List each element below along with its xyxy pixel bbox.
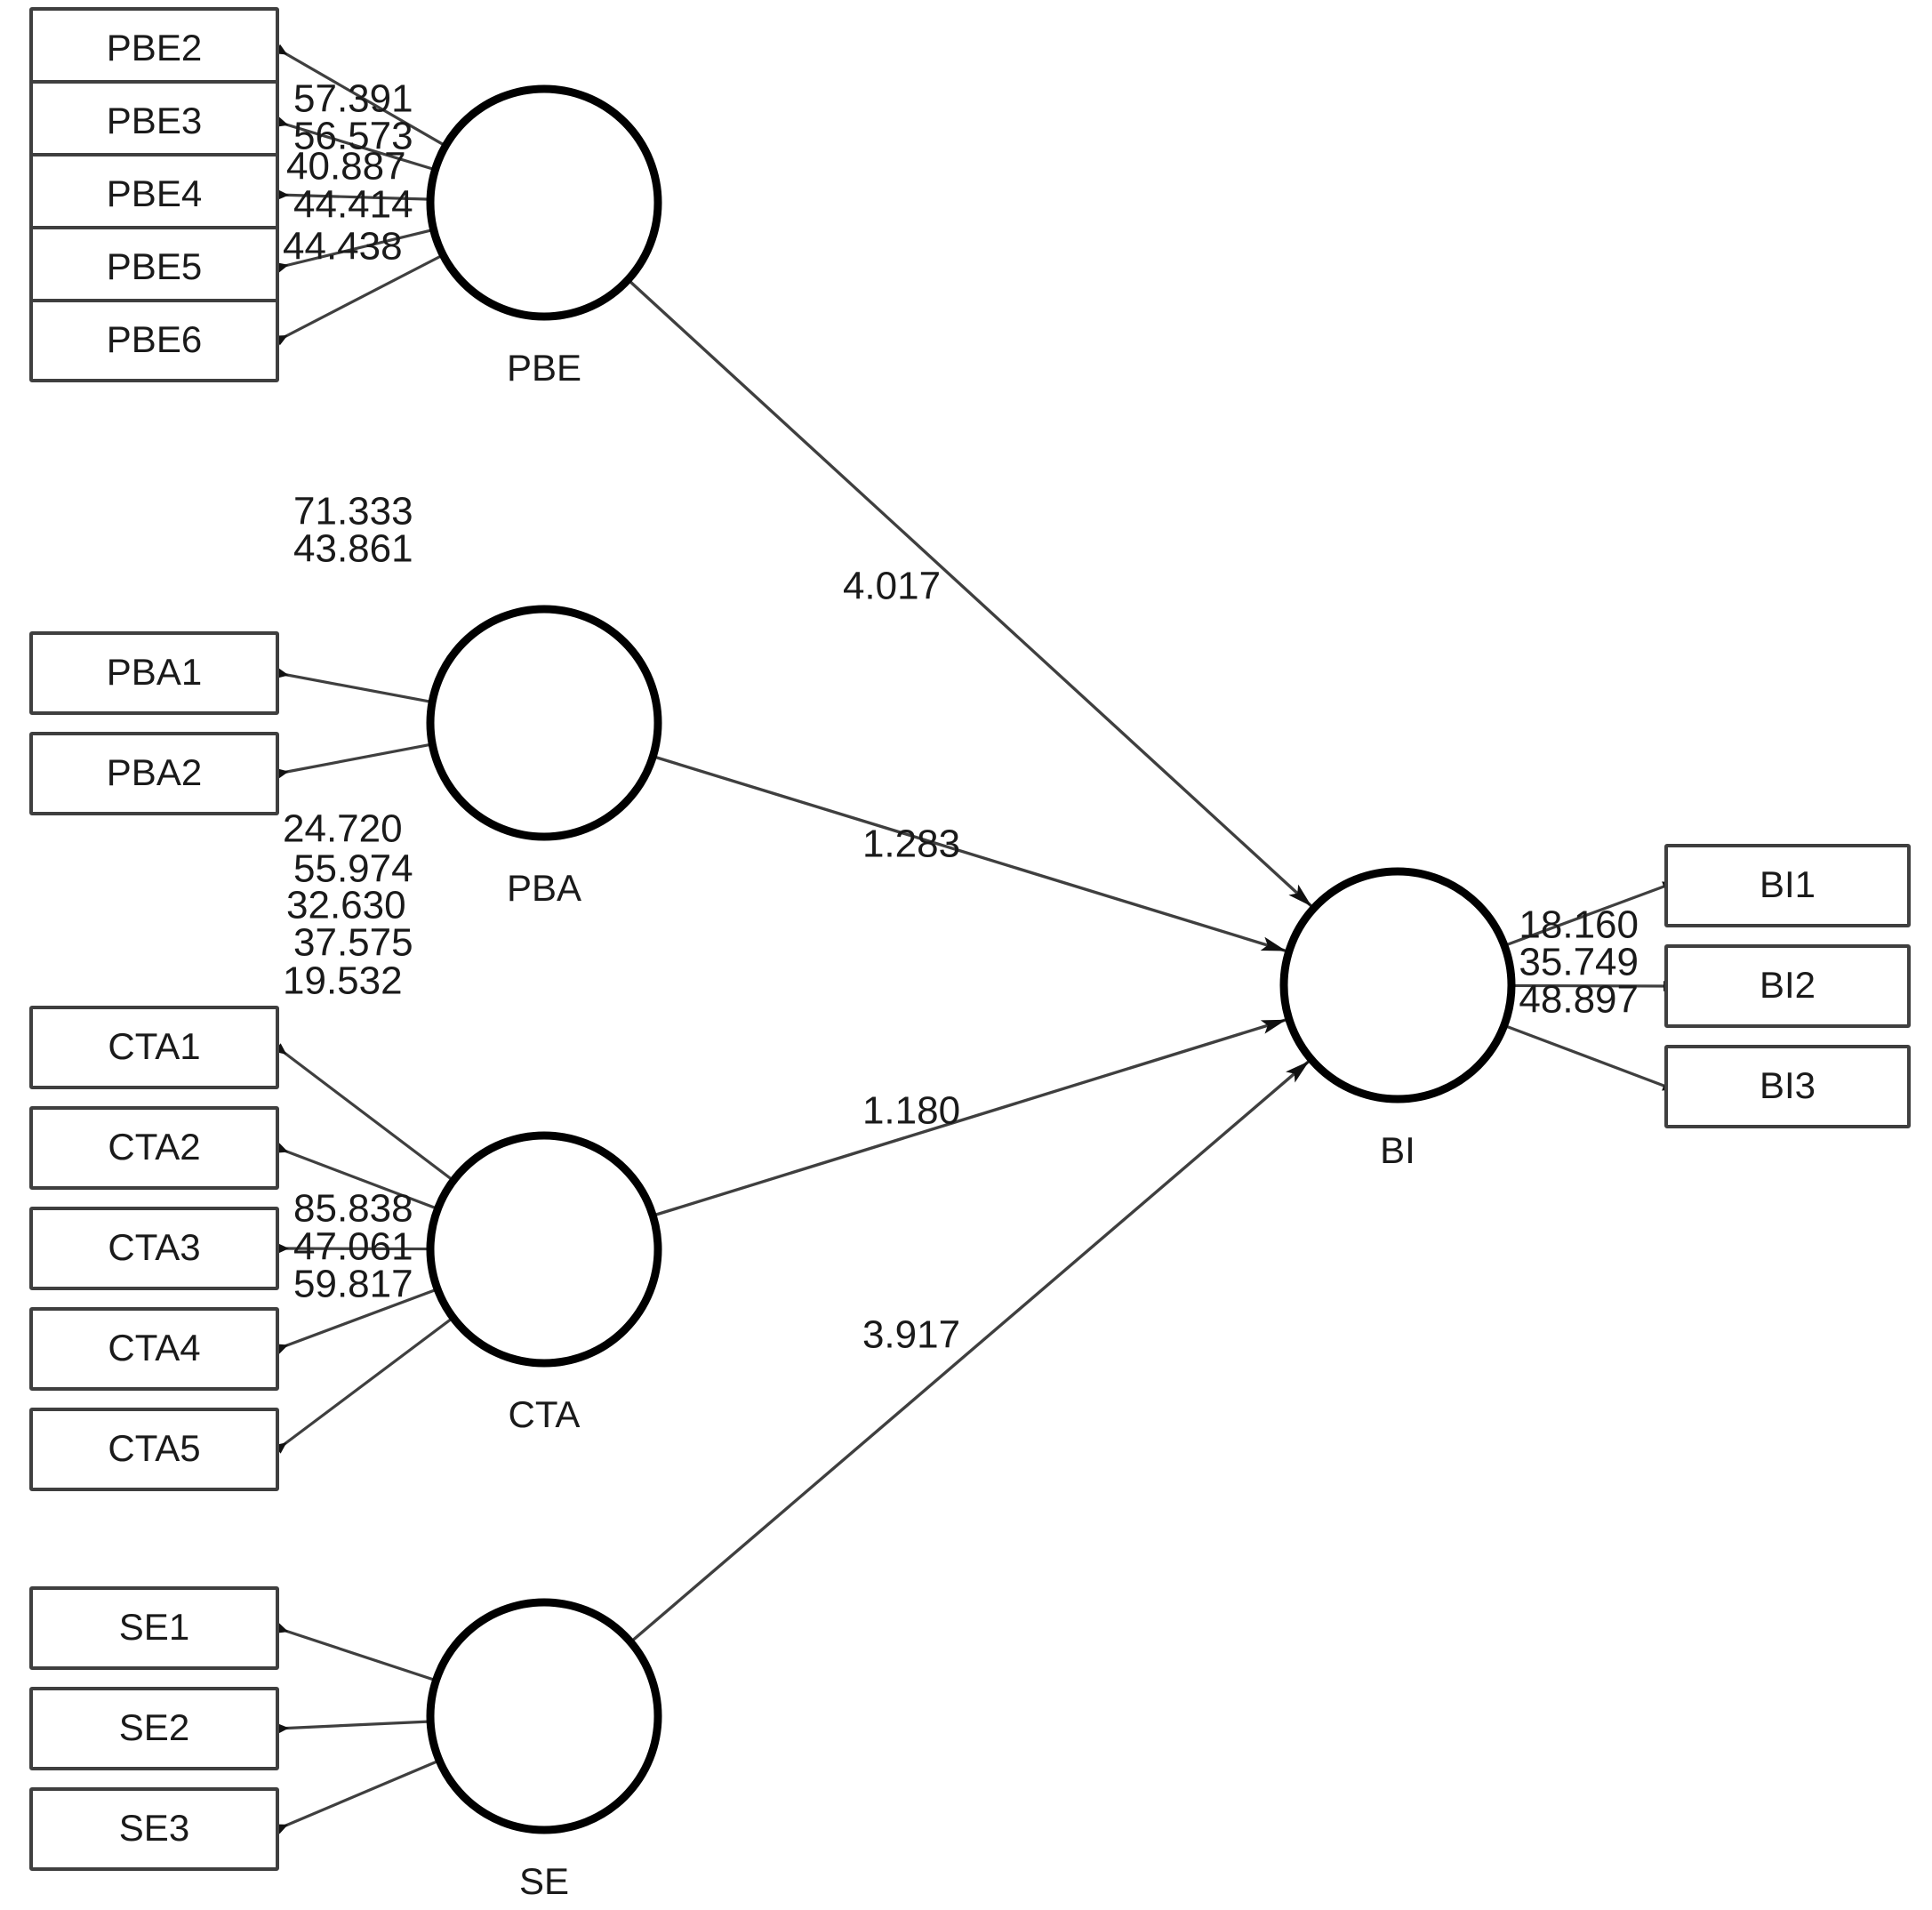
indicator-box[interactable] (29, 1408, 279, 1491)
indicator-label: CTA2 (108, 1126, 200, 1168)
indicator-box[interactable] (29, 1006, 279, 1089)
indicator-label: BI1 (1760, 863, 1816, 905)
loading-value-label: 48.897 (1519, 978, 1639, 1022)
indicator-boxes-group: PBE2PBE3PBE4PBE5PBE6PBA1PBA2CTA1CTA2CTA3… (29, 7, 1911, 1871)
indicator-label: CTA4 (108, 1327, 200, 1368)
measurement-edge (276, 668, 433, 704)
measurement-edge (277, 1243, 431, 1254)
indicator-label: CTA5 (108, 1427, 200, 1469)
loading-value-label: 59.817 (293, 1263, 413, 1306)
measurement-edge (275, 1759, 440, 1834)
measurement-edge (1503, 881, 1675, 947)
latent-construct-label: BI (1380, 1129, 1415, 1171)
measurement-edge (277, 189, 431, 201)
loading-value-label: 57.391 (293, 77, 413, 121)
loading-value-label: 55.974 (293, 847, 413, 891)
indicator-box[interactable] (29, 1307, 279, 1391)
measurement-edge (276, 742, 433, 779)
measurement-edge (275, 253, 445, 346)
loading-value-label: 19.532 (283, 959, 403, 1003)
indicator-label: CTA3 (108, 1226, 200, 1268)
indicator-label: CTA1 (108, 1025, 200, 1067)
path-coefficient-label: 4.017 (843, 565, 941, 608)
measurement-edges-group (274, 44, 1675, 1834)
measurement-edge (276, 116, 436, 172)
indicator-label: BI3 (1760, 1064, 1816, 1106)
indicator-box[interactable] (29, 1687, 279, 1770)
measurement-edge (274, 1316, 454, 1454)
indicator-box[interactable] (29, 732, 279, 815)
loading-value-label: 18.160 (1519, 903, 1639, 947)
measurement-edge (274, 1043, 454, 1183)
measurement-edge (275, 1143, 438, 1211)
measurement-edge (275, 1288, 438, 1354)
loading-value-label: 44.414 (293, 183, 413, 227)
indicator-box[interactable] (1664, 1045, 1911, 1128)
structural-path-edge (627, 278, 1312, 908)
path-coefficient-label: 1.283 (862, 823, 960, 866)
indicator-box[interactable] (1664, 844, 1911, 927)
indicator-label: SE1 (119, 1606, 189, 1648)
loading-value-label: 35.749 (1519, 941, 1639, 984)
loading-value-label: 43.861 (293, 527, 413, 571)
measurement-edge (276, 1623, 437, 1682)
structural-edges-group (627, 278, 1312, 1644)
loading-value-label: 40.887 (286, 145, 406, 189)
indicator-label: PBA2 (107, 751, 202, 793)
indicator-label: PBA1 (107, 651, 202, 693)
indicator-box[interactable] (29, 1787, 279, 1871)
latent-construct-circle[interactable] (426, 84, 662, 321)
structural-path-edge (652, 754, 1287, 952)
indicator-label: PBE3 (107, 100, 202, 141)
measurement-edge (276, 228, 435, 273)
path-coefficient-label: 3.917 (862, 1313, 960, 1357)
measurement-edge (1511, 980, 1675, 991)
indicator-label: BI2 (1760, 964, 1816, 1006)
measurement-edge (277, 1720, 431, 1734)
indicator-label: PBE5 (107, 245, 202, 287)
loading-value-label: 32.630 (286, 884, 406, 927)
loading-value-label: 37.575 (293, 921, 413, 965)
path-coefficient-label: 1.180 (862, 1089, 960, 1133)
latent-construct-circle[interactable] (426, 1598, 662, 1834)
indicator-box[interactable] (29, 299, 279, 382)
latent-construct-label: PBA (507, 867, 581, 909)
indicator-label: PBE4 (107, 173, 202, 214)
indicator-box[interactable] (1664, 944, 1911, 1028)
latent-construct-circle[interactable] (426, 1131, 662, 1368)
latent-circles-group: PBE PBA CTA SE BI (426, 84, 1516, 1902)
loading-value-label: 56.573 (293, 115, 413, 158)
loading-value-label: 24.720 (283, 807, 403, 851)
indicator-box[interactable] (29, 1207, 279, 1290)
latent-construct-label: PBE (507, 347, 581, 389)
latent-construct-label: SE (519, 1860, 569, 1902)
indicator-label: PBE6 (107, 318, 202, 360)
structural-path-edge (652, 1018, 1287, 1217)
indicator-label: SE3 (119, 1807, 189, 1849)
latent-construct-circle[interactable] (426, 605, 662, 841)
loading-value-label: 85.838 (293, 1187, 413, 1231)
indicator-box[interactable] (29, 1106, 279, 1190)
latent-construct-circle[interactable] (1279, 867, 1516, 1103)
indicator-box[interactable] (29, 1586, 279, 1670)
indicator-label: PBE2 (107, 27, 202, 68)
loading-value-label: 71.333 (293, 490, 413, 534)
indicator-label: SE2 (119, 1706, 189, 1748)
loading-value-label: 44.438 (283, 225, 403, 269)
measurement-edge (1503, 1023, 1675, 1091)
structural-path-edge (629, 1060, 1310, 1644)
indicator-box[interactable] (29, 631, 279, 715)
measurement-edge (275, 44, 446, 148)
loading-value-label: 47.061 (293, 1225, 413, 1269)
latent-construct-label: CTA (509, 1393, 581, 1435)
